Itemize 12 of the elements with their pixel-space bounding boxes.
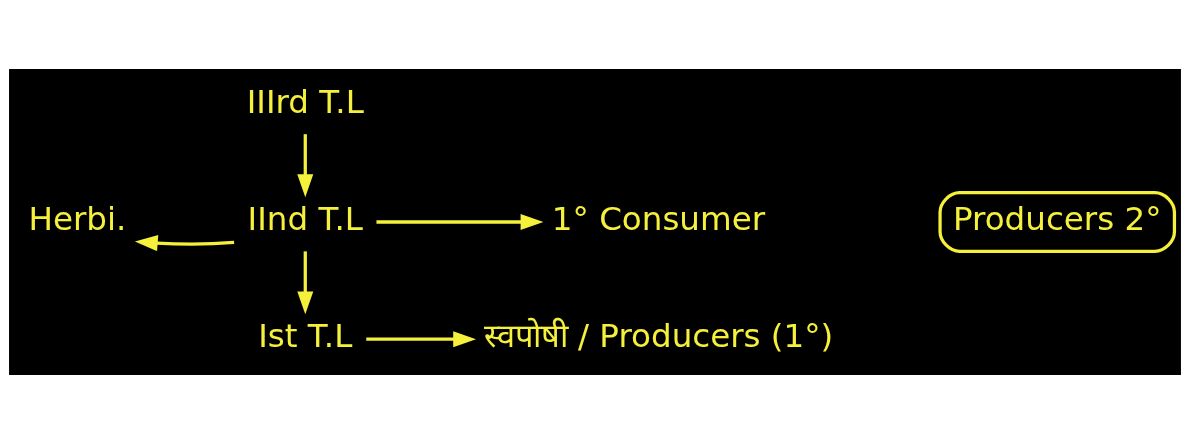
arrow xyxy=(297,250,314,314)
node-text: स्वपोषी / Producers (1°) xyxy=(483,316,834,355)
node-box: Producers 2° xyxy=(938,190,1177,253)
arrow xyxy=(376,213,544,230)
node-text: IIIrd T.L xyxy=(246,82,364,121)
node-text: Herbi. xyxy=(28,199,127,238)
arrow xyxy=(134,234,235,251)
node-text: 1° Consumer xyxy=(551,199,766,238)
arrow xyxy=(366,330,477,347)
arrow xyxy=(297,133,314,197)
node-text: Ist T.L xyxy=(258,316,353,355)
node-text: IInd T.L xyxy=(247,199,363,238)
